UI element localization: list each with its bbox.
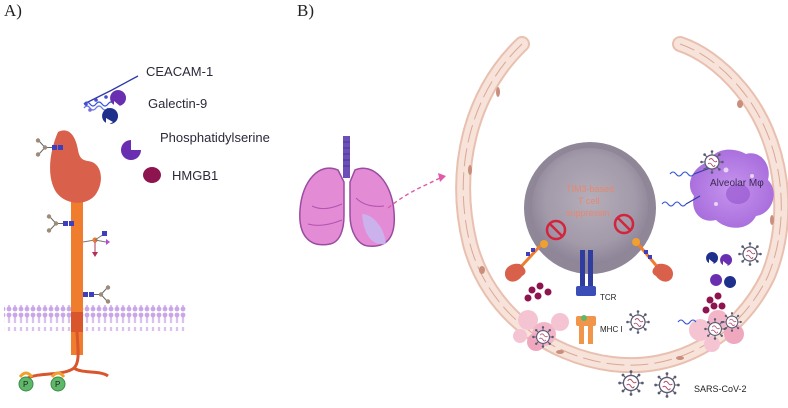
legend-ceacam1: CEACAM-1	[146, 64, 213, 79]
phospho-label-2: P	[55, 380, 60, 389]
macrophage-label: Alveolar Mφ	[710, 178, 764, 189]
phospho-site-1: P	[18, 376, 34, 392]
cell-membrane	[4, 305, 186, 331]
tcell-label-line2: T cell	[578, 196, 599, 206]
virus-icon-6	[618, 370, 644, 396]
virus-icon-3	[626, 310, 650, 334]
phosphatidylserine-icon	[121, 140, 141, 160]
lungs-icon	[299, 136, 396, 247]
glycan-stalk-2	[83, 285, 110, 303]
legend-galectin9: Galectin-9	[148, 96, 207, 111]
glycan-stalk-1	[47, 214, 74, 232]
tim3-receptor-left	[504, 240, 549, 282]
hmgb1-cluster-left	[524, 282, 552, 302]
tim3-igv-head	[50, 130, 101, 203]
phospho-site-2: P	[50, 376, 66, 392]
virus-icon-1	[700, 150, 724, 174]
legend-hmgb1: HMGB1	[172, 168, 218, 183]
ceacam-squiggle-bottom	[677, 319, 697, 325]
virus-label: SARS-CoV-2	[694, 384, 747, 394]
virus-icon-4	[532, 326, 554, 348]
galectin-pair-right	[706, 252, 737, 288]
tcell-label-line1: TIM3-based	[566, 184, 614, 194]
tim3-cytoplasmic-tail	[27, 331, 109, 380]
block-icon-left	[545, 219, 567, 241]
block-icon-right	[613, 213, 635, 235]
panel-b-label: B)	[297, 1, 314, 20]
hmgb1-cluster-right	[702, 292, 726, 314]
ceacam-squiggle-lower	[661, 195, 701, 207]
arrowhead	[438, 173, 446, 182]
legend-phosphatidylserine: Phosphatidylserine	[160, 130, 270, 145]
phospho-label-1: P	[23, 380, 28, 389]
virus-icon-8	[722, 312, 742, 332]
panel-a-label: A)	[4, 1, 22, 20]
dashed-arrow	[387, 177, 441, 209]
alveolus-wall	[455, 36, 788, 374]
tcell-label-line3: suppressin	[566, 208, 610, 218]
tcr-icon	[576, 250, 596, 296]
tcr-label: TCR	[600, 293, 617, 302]
galectin9-icon	[102, 90, 127, 126]
sugar-branch	[82, 231, 110, 257]
hmgb1-icon	[143, 167, 161, 183]
mhc-label: MHC I	[600, 325, 623, 334]
tim3-transmembrane	[71, 312, 83, 332]
virus-icon-2	[738, 242, 762, 266]
ceacam1-icon	[83, 75, 139, 112]
mhc-icon	[576, 315, 596, 344]
ceacam-squiggle-upper	[669, 167, 711, 177]
virus-icon-7	[654, 372, 680, 398]
tim3-receptor-right	[632, 238, 674, 282]
